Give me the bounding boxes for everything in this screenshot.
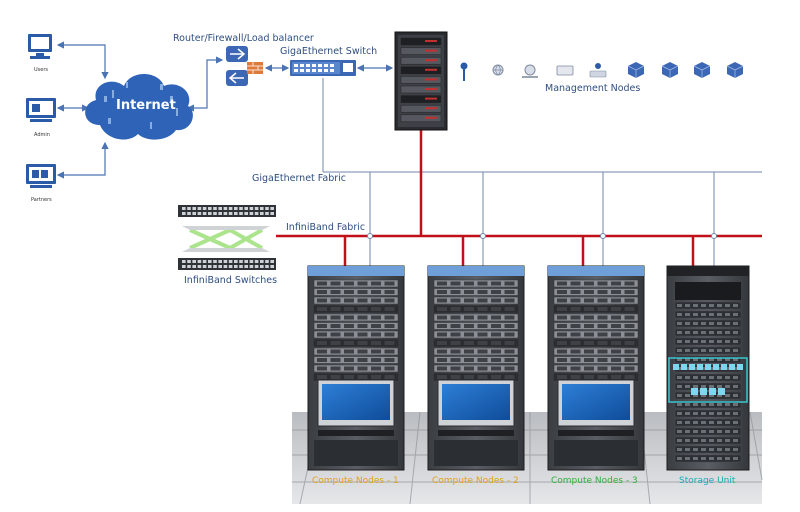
compute-rack-3 bbox=[547, 265, 645, 471]
giga-switch-label: GigaEthernet Switch bbox=[280, 46, 378, 57]
client-connections bbox=[56, 41, 394, 179]
admin-computer-icon bbox=[26, 98, 56, 122]
compute-rack-2 bbox=[427, 265, 525, 471]
rack-label-compute-2: Compute Nodes - 2 bbox=[432, 476, 519, 486]
giga-ethernet-switch-icon bbox=[290, 60, 356, 76]
infiniband-switches-icon bbox=[178, 205, 276, 270]
management-nodes-label: Management Nodes bbox=[545, 83, 641, 94]
giga-fabric-label: GigaEthernet Fabric bbox=[252, 173, 347, 184]
infiniband-switches-label: InfiniBand Switches bbox=[184, 275, 278, 286]
microphone-icon bbox=[460, 62, 468, 81]
fabric-crossing-hops bbox=[367, 233, 717, 239]
rack-label-compute-1: Compute Nodes - 1 bbox=[312, 476, 399, 486]
internet-label: Internet bbox=[116, 98, 176, 113]
management-nodes-icons bbox=[460, 62, 744, 81]
firewall-brick-icon bbox=[247, 62, 263, 74]
router-label: Router/Firewall/Load balancer bbox=[173, 33, 314, 44]
infiniband-fabric-label: InfiniBand Fabric bbox=[286, 222, 366, 233]
rack-label-storage: Storage Unit bbox=[679, 476, 736, 486]
client-label-admin: Admin bbox=[34, 132, 50, 138]
globe-icon bbox=[492, 64, 504, 76]
partners-computer-icon bbox=[26, 164, 56, 188]
server-cube-icon-3 bbox=[693, 62, 711, 78]
server-racks bbox=[307, 265, 750, 471]
head-node-rack bbox=[394, 31, 448, 131]
storage-unit-rack bbox=[666, 265, 750, 471]
users-computer-icon bbox=[28, 34, 52, 59]
rack-label-compute-3: Compute Nodes - 3 bbox=[551, 476, 638, 486]
client-label-users: Users bbox=[34, 67, 49, 73]
user-node-icon bbox=[589, 63, 607, 78]
infiniband-fabric-lines bbox=[276, 128, 762, 268]
server-cube-icon-4 bbox=[726, 62, 744, 78]
globe-network-icon bbox=[522, 64, 538, 78]
client-label-partners: Partners bbox=[31, 197, 52, 203]
server-cube-icon-1 bbox=[627, 62, 645, 78]
server-cube-icon-2 bbox=[661, 62, 679, 78]
router-firewall-icon bbox=[226, 46, 263, 86]
giga-ethernet-fabric-lines bbox=[322, 78, 762, 268]
keyboard-icon bbox=[556, 65, 574, 76]
internet-cloud-icon bbox=[85, 74, 193, 140]
compute-rack-1 bbox=[307, 265, 405, 471]
